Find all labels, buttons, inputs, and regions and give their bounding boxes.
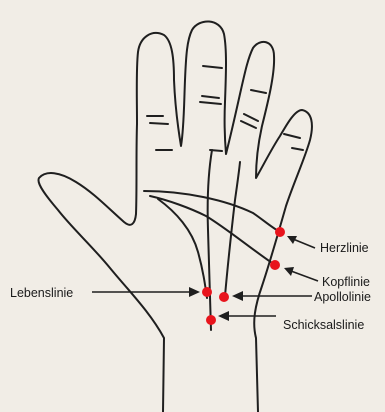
palm-lines [144,150,280,330]
label-schicksalslinie: Schicksalslinie [283,318,364,332]
head-line-marker [270,260,280,270]
label-kopflinie: Kopflinie [322,275,370,289]
schicksal-arrowhead [218,311,229,321]
apollo-arrowhead [232,291,243,301]
lebens-arrowhead [189,287,200,297]
fate-line-marker [206,315,216,325]
life-line-marker [202,287,212,297]
heart-line-marker [275,227,285,237]
apollo-line-marker [219,292,229,302]
kopf-arrowhead [284,267,294,276]
apollo-line [225,162,240,296]
fate-line [208,150,212,330]
label-herzlinie: Herzlinie [320,241,369,255]
hand-outline [38,21,311,412]
pointer-arrows [92,236,318,321]
heart-line [144,191,280,232]
label-lebenslinie: Lebenslinie [10,286,73,300]
label-apollolinie: Apollolinie [314,290,371,304]
